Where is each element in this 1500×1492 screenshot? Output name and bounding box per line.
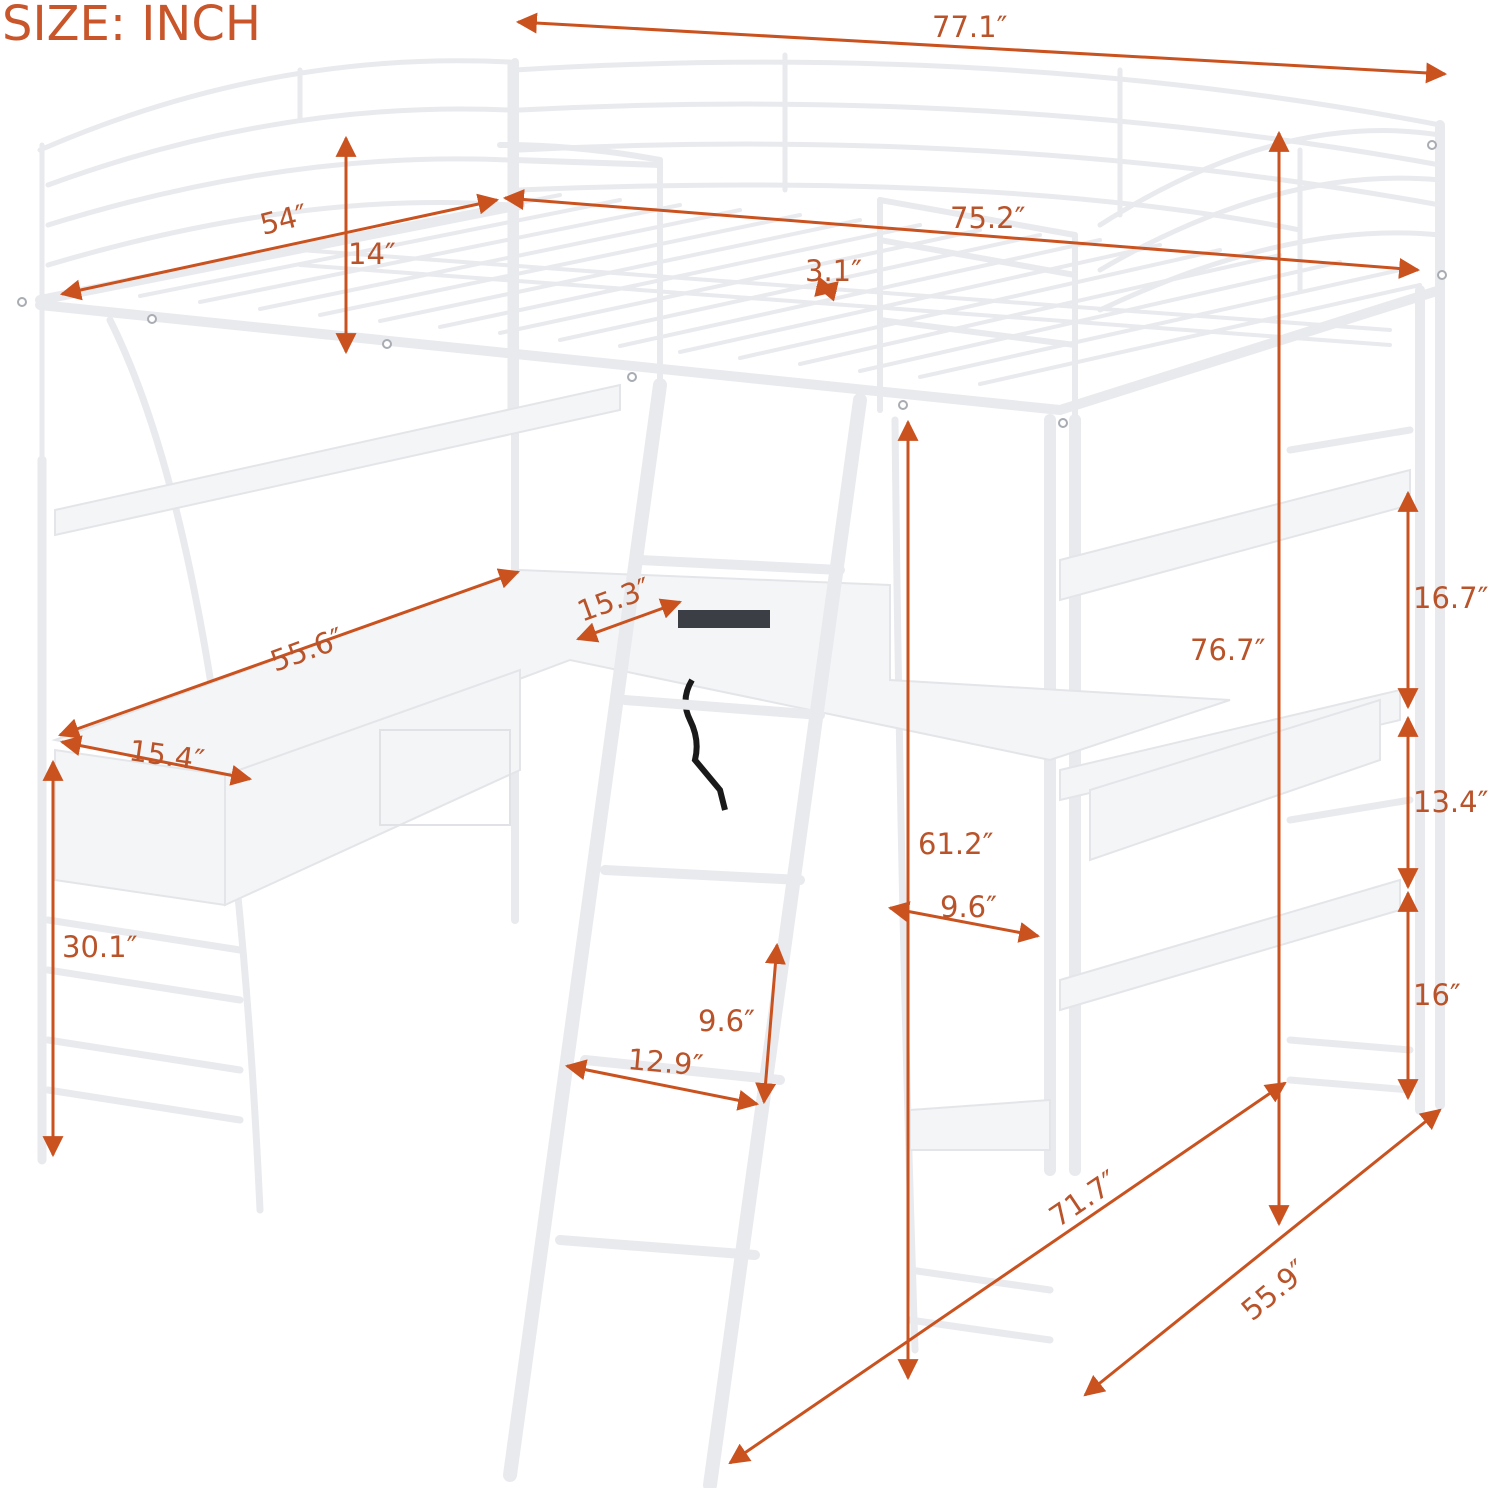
label-desk-height: 30.1″ bbox=[62, 930, 138, 964]
l-shaped-desk bbox=[51, 568, 1381, 907]
bolts bbox=[17, 140, 1447, 428]
arrow-ladder-rung-spacing bbox=[755, 942, 786, 1105]
dimension-arrows bbox=[42, 12, 1448, 1465]
label-ladder-footprint: 71.7″ bbox=[1043, 1163, 1125, 1233]
arrow-ladder-width bbox=[564, 1059, 760, 1111]
arrow-desk-return bbox=[576, 598, 682, 643]
arrow-desk-depth bbox=[59, 735, 253, 786]
power-outlet-strip bbox=[678, 610, 770, 628]
label-under-bed-clearance: 61.2″ bbox=[918, 827, 994, 861]
label-shelf-spacing-middle: 13.4″ bbox=[1413, 785, 1489, 819]
power-cord bbox=[682, 678, 728, 811]
arrow-overall-length bbox=[515, 12, 1448, 84]
arrow-desk-length bbox=[58, 568, 520, 739]
label-ladder-rung-spacing: 9.6″ bbox=[698, 1004, 755, 1038]
label-guardrail-height: 14″ bbox=[348, 237, 396, 271]
label-slat-gap: 3.1″ bbox=[805, 254, 862, 288]
label-bed-width: 54″ bbox=[256, 197, 311, 242]
label-ladder-width: 12.9″ bbox=[626, 1042, 704, 1082]
label-overall-length: 77.1″ bbox=[932, 10, 1008, 44]
ladder bbox=[503, 378, 867, 1492]
arrow-overall-width bbox=[1083, 1108, 1442, 1397]
label-overall-height: 76.7″ bbox=[1190, 633, 1266, 667]
arrow-slat-gap bbox=[814, 276, 839, 302]
label-shelf-depth: 9.6″ bbox=[940, 890, 997, 924]
arrow-shelf-depth bbox=[887, 901, 1041, 943]
arrow-bed-width bbox=[59, 193, 500, 301]
label-shelf-spacing-bottom: 16″ bbox=[1413, 978, 1461, 1012]
arrow-bed-length bbox=[502, 189, 1421, 279]
label-bed-length: 75.2″ bbox=[950, 201, 1026, 235]
dimension-labels: 77.1″ 54″ 14″ 3.1″ 75.2″ 76.7″ 16.7″ 13.… bbox=[62, 10, 1489, 1327]
size-unit-title: SIZE: INCH bbox=[2, 0, 261, 52]
label-shelf-spacing-top: 16.7″ bbox=[1413, 581, 1489, 615]
